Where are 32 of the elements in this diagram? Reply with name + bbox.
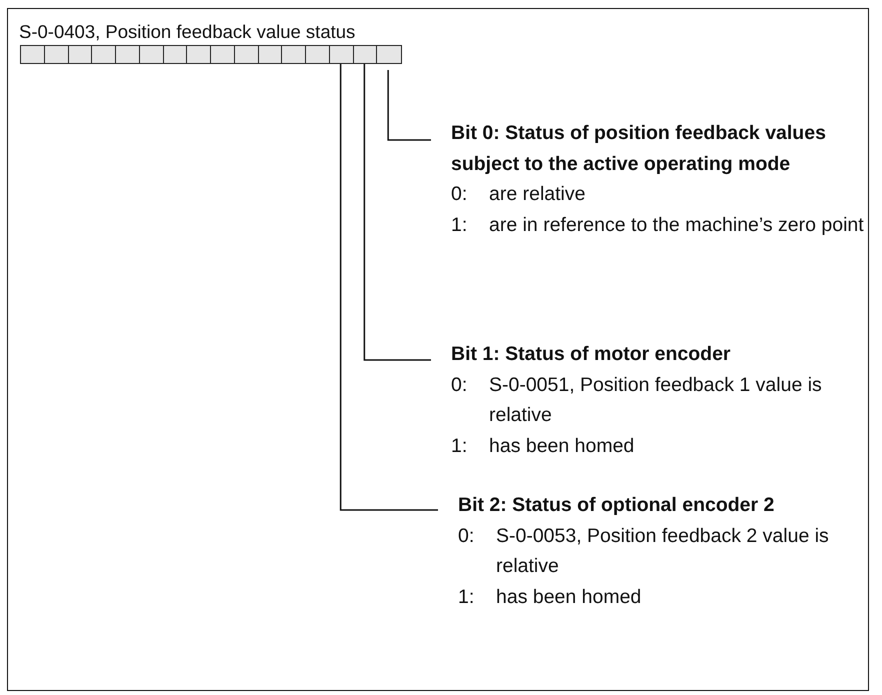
value-description: has been homed bbox=[489, 434, 636, 458]
bit-cell bbox=[210, 45, 236, 64]
bit-cell bbox=[44, 45, 69, 64]
value-description: are relative bbox=[489, 182, 586, 207]
bit-cell bbox=[281, 45, 306, 64]
bit-cell bbox=[115, 45, 140, 64]
bit-cell bbox=[91, 45, 116, 64]
bit-cell bbox=[186, 45, 212, 64]
value-code: 0: bbox=[458, 524, 476, 548]
value-code: 1: bbox=[451, 434, 468, 458]
bit-cell bbox=[376, 45, 402, 64]
bit-cell bbox=[138, 45, 164, 64]
bit-cell bbox=[162, 45, 188, 64]
diagram-title: S-0-0403, Position feedback value status bbox=[19, 21, 356, 43]
bit-cell bbox=[20, 45, 46, 64]
value-code: 0: bbox=[451, 372, 468, 398]
leader-line bbox=[340, 64, 438, 511]
bit-heading: Bit 1: Status of motor encoder bbox=[451, 342, 732, 367]
value-code: 1: bbox=[458, 584, 476, 610]
bit-cell bbox=[305, 45, 330, 64]
value-code: 1: bbox=[451, 212, 468, 238]
bit-cell bbox=[234, 45, 259, 64]
value-code: 0: bbox=[451, 182, 468, 207]
value-description: are in reference to the machine’s zero point bbox=[489, 212, 865, 238]
bit-cell bbox=[352, 45, 378, 64]
bit-cell bbox=[258, 45, 283, 64]
leader-line bbox=[387, 70, 431, 141]
value-description: has been homed bbox=[496, 584, 642, 610]
leader-line bbox=[364, 64, 431, 361]
bit-cell bbox=[328, 45, 354, 64]
bit-cell bbox=[68, 45, 93, 64]
bit-heading: Bit 2: Status of optional encoder 2 bbox=[458, 493, 776, 518]
